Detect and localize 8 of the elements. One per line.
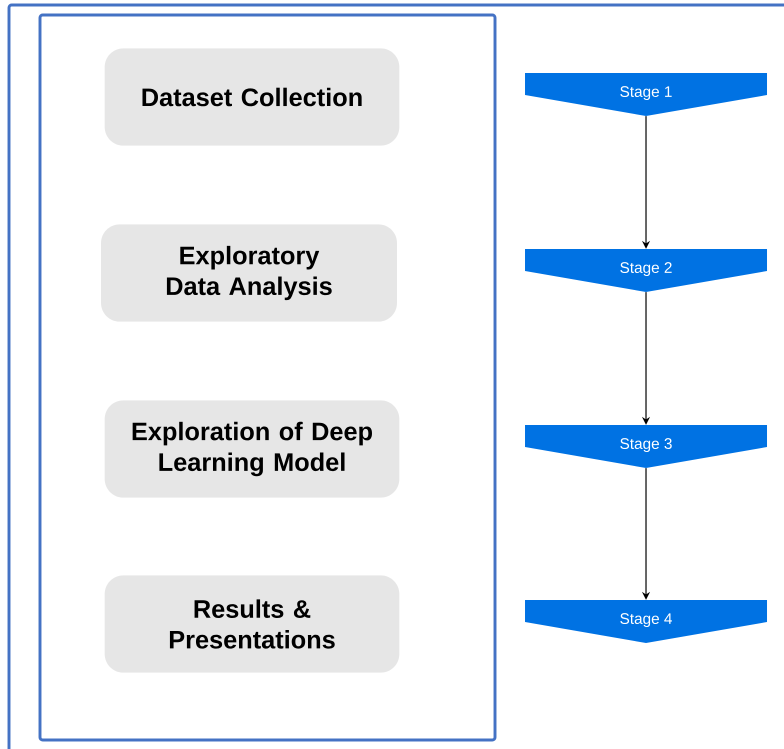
- step-box: Dataset Collection: [104, 48, 400, 146]
- step-box: Exploration of Deep Learning Model: [104, 400, 400, 498]
- stage-banner: Stage 2: [525, 249, 768, 292]
- step-box: Results & Presentations: [104, 575, 400, 673]
- stage-banner: Stage 4: [525, 600, 768, 643]
- stage-banner: Stage 1: [525, 73, 768, 116]
- stage-banner: Stage 3: [525, 425, 768, 468]
- step-box: Exploratory Data Analysis: [101, 224, 397, 322]
